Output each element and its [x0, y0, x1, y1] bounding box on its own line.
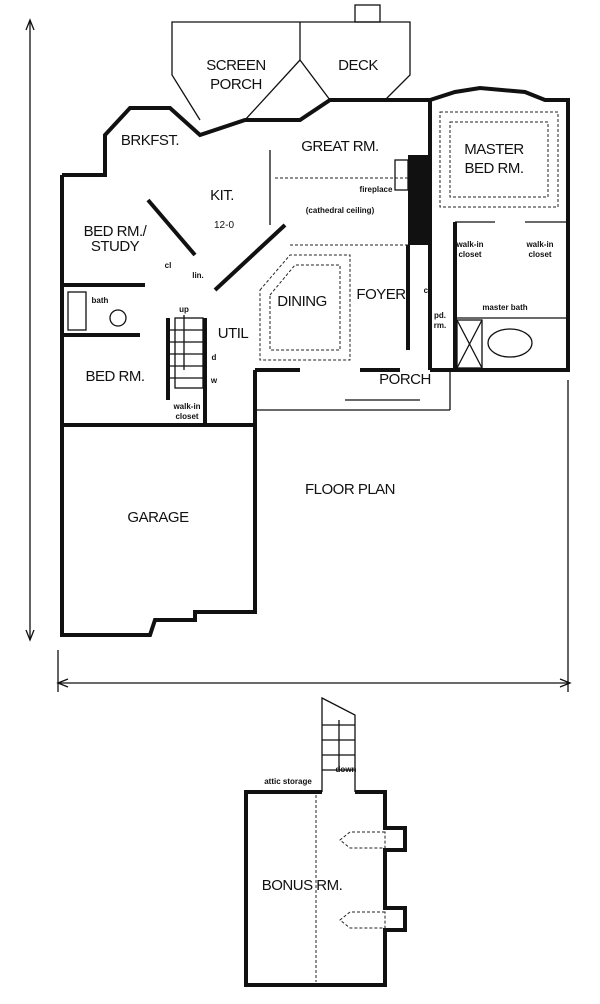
label-dining: DINING — [277, 293, 327, 310]
label-fireplace: fireplace — [360, 185, 393, 194]
label-floor-plan: FLOOR PLAN — [305, 481, 395, 498]
label-garage: GARAGE — [127, 509, 189, 526]
label-pd-rm-1: pd. — [434, 311, 446, 320]
label-washer: w — [210, 376, 218, 385]
label-dryer: d — [212, 353, 217, 362]
dimension-lines — [25, 18, 572, 692]
label-screen-porch-2: PORCH — [210, 76, 262, 93]
screen-porch-deck-outline — [171, 4, 411, 121]
label-bath: bath — [92, 296, 109, 305]
label-foyer: FOYER — [356, 286, 406, 303]
label-master-1: MASTER — [464, 141, 524, 158]
label-bonus-rm: BONUS RM. — [262, 877, 343, 894]
label-kit: KIT. — [210, 187, 234, 204]
label-cathedral: (cathedral ceiling) — [306, 206, 375, 215]
label-attic-storage: attic storage — [264, 777, 312, 786]
label-util: UTIL — [218, 325, 249, 342]
main-house-walls — [60, 85, 570, 637]
label-lin: lin. — [192, 271, 204, 280]
label-foyer-cl: cl — [424, 286, 431, 295]
label-up: up — [179, 305, 189, 314]
label-screen-porch-1: SCREEN — [206, 57, 266, 74]
label-deck: DECK — [338, 57, 378, 74]
label-bed-rm: BED RM. — [85, 368, 144, 385]
label-bed-study-1: BED RM./ — [84, 223, 148, 240]
label-walk-in-2b: closet — [528, 250, 551, 259]
label-pd-rm-2: rm. — [434, 321, 446, 330]
label-bed-study-2: STUDY — [91, 238, 140, 255]
ceiling-outlines — [259, 111, 559, 361]
label-walk-in-1b: closet — [458, 250, 481, 259]
bonus-room-walls — [244, 696, 407, 987]
label-cl: cl — [165, 261, 172, 270]
label-porch: PORCH — [379, 371, 431, 388]
label-walk-in-2a: walk-in — [525, 240, 553, 249]
label-down: down — [336, 765, 357, 774]
label-brkfst: BRKFST. — [121, 132, 179, 149]
stairs — [168, 315, 205, 379]
label-walk-in-3b: closet — [175, 412, 198, 421]
label-great-rm: GREAT RM. — [301, 138, 378, 155]
label-walk-in-3a: walk-in — [172, 402, 200, 411]
label-kit-dim: 12-0 — [214, 220, 234, 231]
label-master-2: BED RM. — [464, 160, 523, 177]
label-master-bath: master bath — [482, 303, 527, 312]
label-walk-in-1a: walk-in — [455, 240, 483, 249]
